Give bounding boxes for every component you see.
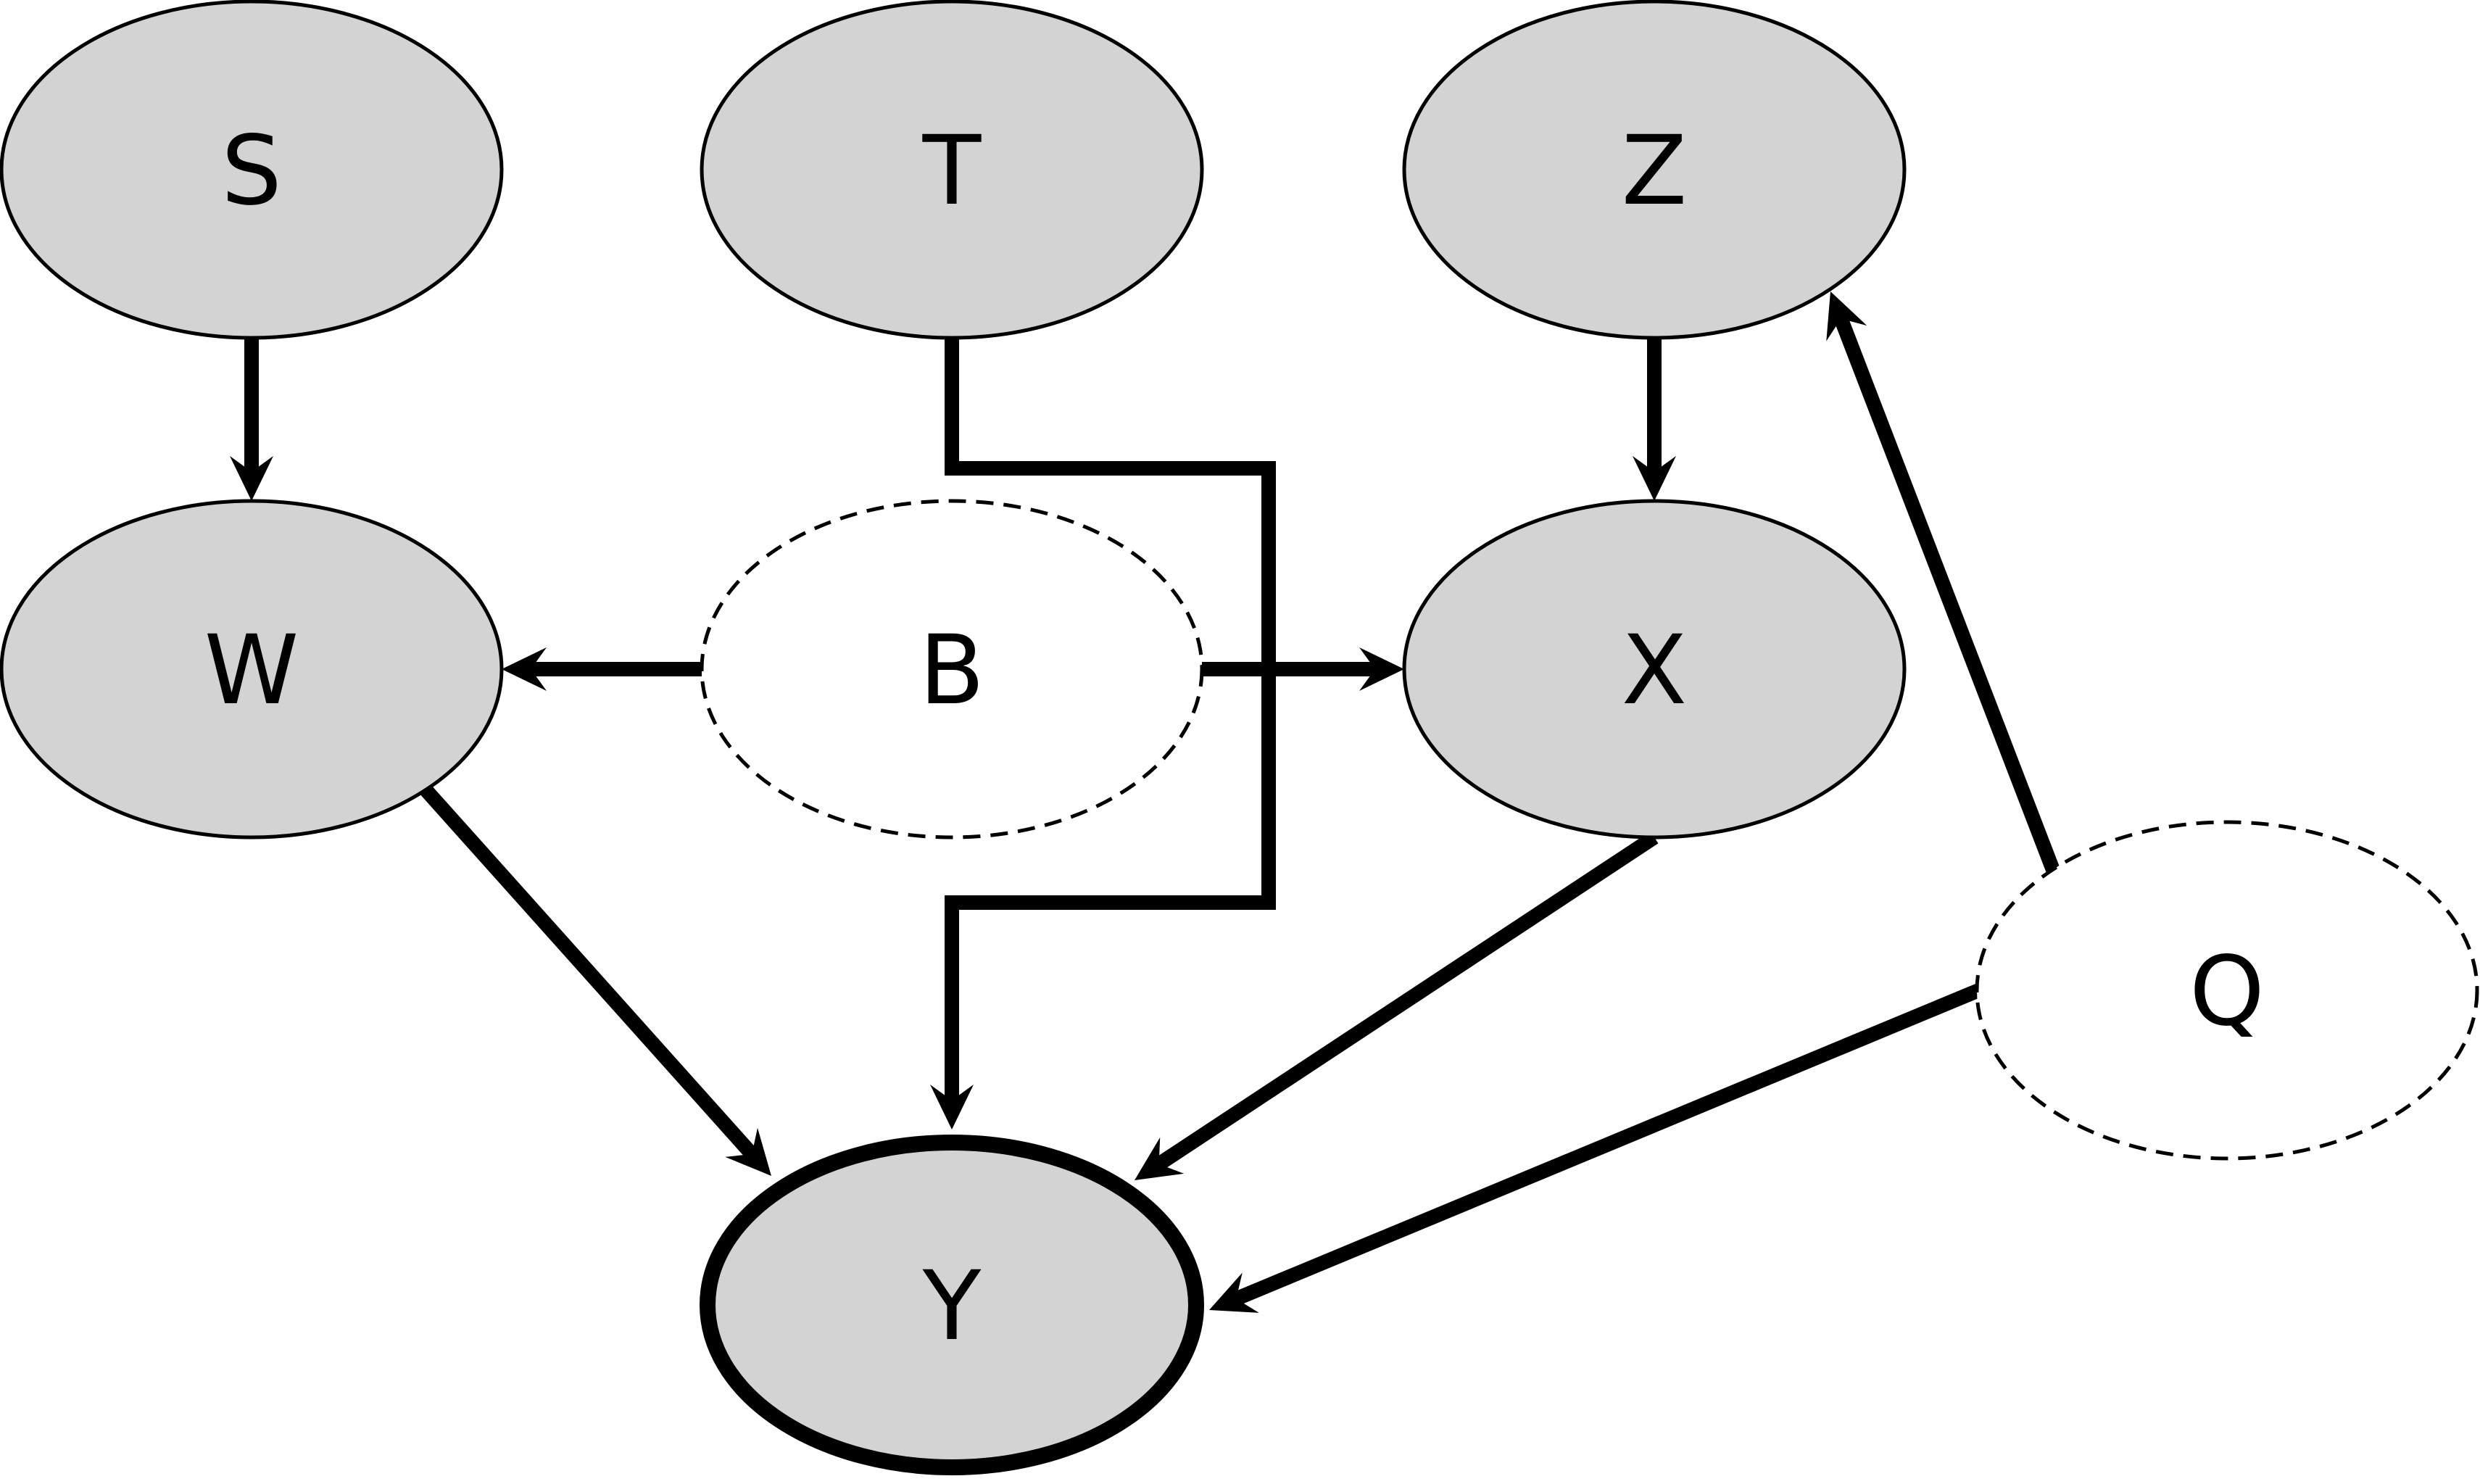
node-z: Z xyxy=(1402,0,1907,340)
node-ellipse xyxy=(700,0,1204,340)
arrowhead xyxy=(1826,291,1867,341)
node-label: B xyxy=(919,615,985,726)
node-x: X xyxy=(1402,499,1907,840)
node-label: Q xyxy=(2189,936,2265,1048)
node-label: Z xyxy=(1622,115,1687,227)
node-label: Y xyxy=(922,1251,982,1362)
edge-w-to-y xyxy=(419,784,771,1176)
node-ellipse xyxy=(700,1135,1204,1475)
node-ellipse xyxy=(1402,499,1907,840)
edge-s-to-w xyxy=(230,338,273,501)
node-label: S xyxy=(221,115,282,227)
edge-z-to-x xyxy=(1633,338,1676,501)
node-label: T xyxy=(922,115,982,227)
edge-t-to-y xyxy=(930,338,1276,1129)
node-t: T xyxy=(700,0,1204,340)
arrowhead xyxy=(1633,456,1676,501)
node-ellipse xyxy=(0,499,504,840)
edge-line xyxy=(1231,982,1983,1306)
node-y: Y xyxy=(700,1135,1204,1475)
arrowhead xyxy=(502,647,547,691)
edge-q-to-y xyxy=(1209,982,1983,1313)
edge-b-to-w xyxy=(502,647,702,691)
edge-line xyxy=(419,784,759,1161)
node-ellipse xyxy=(700,499,1204,840)
arrowhead xyxy=(1209,1272,1259,1313)
node-ellipse xyxy=(1975,820,2479,1161)
node-b: B xyxy=(700,499,1204,840)
node-s: S xyxy=(0,0,504,340)
edge-line xyxy=(1153,831,1659,1172)
node-label: W xyxy=(204,615,299,726)
arrowhead xyxy=(1135,1137,1185,1180)
arrowhead xyxy=(230,456,273,501)
node-q: Q xyxy=(1975,820,2479,1161)
edge-x-to-y xyxy=(1135,831,1659,1180)
node-ellipse xyxy=(0,0,504,340)
arrowhead xyxy=(725,1127,771,1176)
node-w: W xyxy=(0,499,504,840)
edge-b-to-x xyxy=(1202,647,1404,691)
edge-line xyxy=(1833,314,2060,873)
edges-layer xyxy=(230,291,2060,1313)
edge-q-to-z xyxy=(1826,291,2060,873)
node-label: X xyxy=(1622,615,1687,726)
node-ellipse xyxy=(1402,0,1907,340)
edge-line xyxy=(945,338,1276,1103)
arrowhead xyxy=(1359,647,1404,691)
arrowhead xyxy=(930,1085,974,1129)
